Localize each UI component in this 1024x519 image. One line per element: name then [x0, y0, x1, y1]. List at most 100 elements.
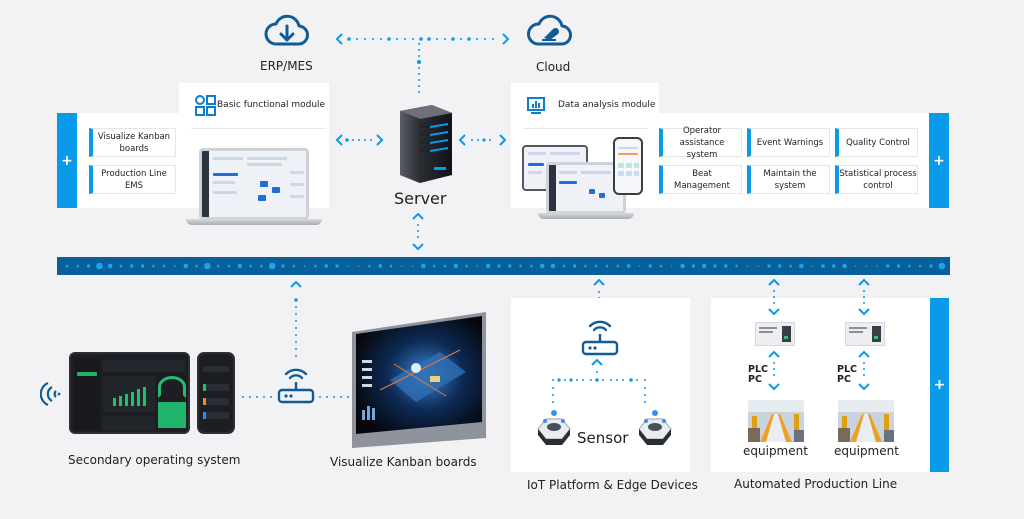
- plc-equipment-2-connector: [858, 350, 870, 391]
- connector-dot: [436, 38, 438, 40]
- feature-maintain-system[interactable]: Maintain the system: [747, 165, 830, 194]
- erp-mes-node: ERP/MES: [258, 12, 318, 76]
- basic-module-divider: [191, 128, 326, 129]
- secondary-os-label: Secondary operating system: [68, 453, 241, 467]
- equipment-image-2: [838, 400, 894, 442]
- grid-icon: [195, 95, 216, 116]
- connector-dot: [484, 38, 486, 40]
- connector-dot: [497, 264, 501, 268]
- data-module-divider: [523, 128, 648, 129]
- iot-platform-label: IoT Platform & Edge Devices: [527, 478, 698, 492]
- connector-dot: [387, 37, 391, 41]
- connector-dot: [519, 264, 522, 268]
- plc-device-2: [845, 322, 885, 346]
- production-line-expand-button[interactable]: +: [930, 298, 949, 472]
- cloud-label: Cloud: [536, 60, 571, 74]
- connector-dot: [616, 264, 620, 268]
- connector-dot: [119, 264, 123, 268]
- connector-dot: [453, 263, 459, 269]
- connector-dot: [908, 264, 911, 268]
- monitor-chart-icon: [527, 97, 545, 114]
- connector-dot: [465, 264, 468, 268]
- sensor-network-connector: [552, 358, 646, 403]
- sensor-left-icon: [537, 410, 571, 445]
- feature-event-warnings[interactable]: Event Warnings: [747, 128, 830, 157]
- connector-dot: [572, 264, 577, 268]
- kanban-label: Visualize Kanban boards: [330, 455, 477, 469]
- data-module-expand-button[interactable]: +: [929, 113, 949, 208]
- connector-dot: [418, 55, 420, 57]
- connector-dot: [419, 37, 423, 41]
- plc-equipment-1-connector: [768, 350, 780, 391]
- feature-quality-control[interactable]: Quality Control: [835, 128, 918, 157]
- connector-dot: [204, 262, 211, 270]
- data-module-laptop-screen: [546, 162, 626, 214]
- server-bus-connector: [412, 212, 424, 251]
- feature-production-line-ems[interactable]: Production Line EMS: [89, 165, 176, 194]
- feature-visualize-kanban[interactable]: Visualize Kanban boards: [89, 128, 176, 157]
- equipment-label-2: equipment: [834, 444, 899, 458]
- connector-dot: [65, 264, 69, 268]
- connector-dot: [421, 263, 426, 269]
- iot-router-icon: [581, 320, 619, 356]
- server-node: Server: [385, 105, 465, 215]
- connector-dot: [562, 264, 566, 268]
- connector-dot: [539, 263, 545, 269]
- connector-dot: [372, 38, 374, 40]
- server-icon: [400, 105, 452, 183]
- connector-dot: [162, 264, 166, 268]
- connector-dot: [314, 264, 317, 268]
- connector-dot: [476, 38, 478, 40]
- connector-dot: [842, 263, 847, 269]
- feature-beat-management[interactable]: Beat Management: [659, 165, 742, 194]
- bus-router-connector: [290, 280, 302, 357]
- connector-dot: [364, 38, 366, 40]
- secondary-router-connector: [242, 396, 272, 398]
- kanban-display: [352, 312, 486, 448]
- connector-dot: [357, 265, 360, 267]
- connector-dot: [713, 264, 717, 268]
- connector-dot: [368, 264, 371, 268]
- cloud-download-icon: [264, 14, 309, 46]
- connector-dot: [735, 264, 738, 268]
- connector-dot: [550, 263, 556, 269]
- router-kanban-connector: [319, 396, 349, 398]
- connector-dot: [418, 49, 420, 51]
- connector-dot: [183, 263, 189, 269]
- connector-dot: [746, 265, 749, 267]
- connector-dot: [427, 37, 431, 41]
- plc-pc-label-1: PLC PC: [748, 364, 768, 385]
- connector-dot: [396, 38, 398, 40]
- connector-dot: [174, 265, 176, 267]
- sensor-right-icon: [638, 410, 672, 445]
- connector-dot: [467, 37, 471, 41]
- connector-dot: [152, 264, 155, 268]
- connector-dot: [691, 264, 696, 268]
- connector-dot: [303, 265, 306, 267]
- connector-dot: [605, 264, 609, 268]
- connector-dot: [799, 263, 804, 269]
- connector-dot: [701, 263, 707, 269]
- connector-dot: [659, 264, 663, 268]
- erp-cloud-connector: [335, 33, 510, 45]
- connector-dot: [854, 265, 857, 267]
- connector-dot: [432, 264, 436, 268]
- basic-module-laptop-base: [186, 219, 322, 225]
- connector-dot: [418, 43, 420, 45]
- equipment-image-1: [748, 400, 804, 442]
- feature-operator-assistance[interactable]: Operator assistance system: [659, 126, 742, 160]
- connector-dot: [530, 264, 533, 268]
- basic-module-expand-button[interactable]: +: [57, 113, 77, 208]
- connector-dot: [648, 264, 652, 268]
- router-icon: [277, 368, 315, 404]
- connector-dot: [86, 264, 91, 268]
- connector-dot: [418, 91, 420, 93]
- connector-dot: [832, 264, 836, 268]
- feature-statistical-process-control[interactable]: Statistical process control: [835, 165, 918, 194]
- connector-dot: [378, 264, 383, 268]
- connector-dot: [485, 263, 491, 269]
- basic-module-laptop-screen: [199, 148, 309, 220]
- connector-dot: [918, 264, 922, 268]
- connector-dot: [492, 38, 494, 40]
- connector-dot: [347, 37, 351, 41]
